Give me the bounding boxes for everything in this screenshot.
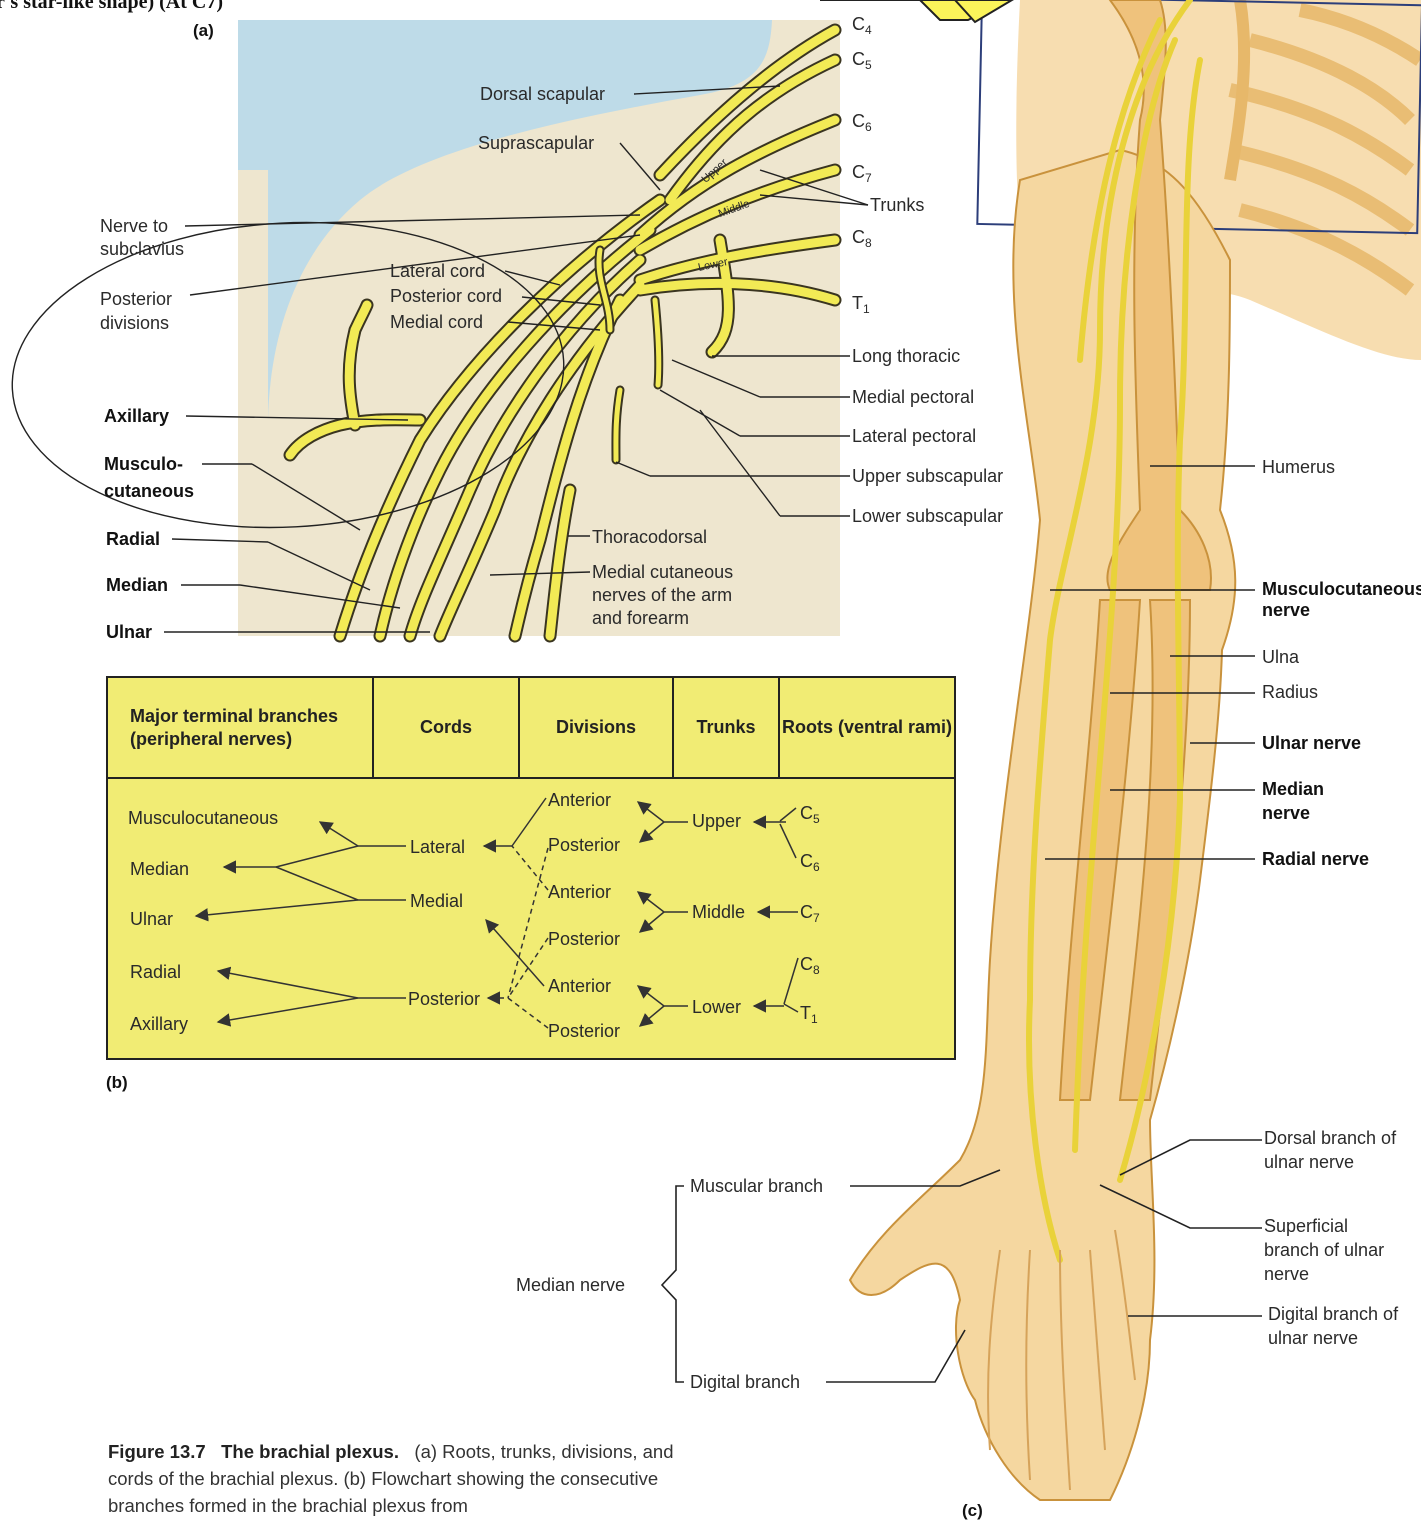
label-suprascapular: Suprascapular — [478, 134, 594, 152]
flow-division-posterior-1: Posterior — [548, 836, 620, 854]
flow-division-anterior-3: Anterior — [548, 977, 611, 995]
root-label-c7: C7 — [852, 163, 872, 184]
flow-division-anterior-2: Anterior — [548, 883, 611, 901]
label-lateral-cord: Lateral cord — [390, 262, 485, 280]
panel-a-tag: (a) — [193, 22, 214, 39]
label-musculo: Musculo- — [104, 455, 183, 473]
flow-division-posterior-3: Posterior — [548, 1022, 620, 1040]
flow-nerve-median: Median — [130, 860, 189, 878]
header-fragment: r's star-like shape) (At C7) — [0, 0, 223, 12]
label-median-nerve-1: Median — [1262, 780, 1324, 798]
root-label-c8: C8 — [852, 228, 872, 249]
root-label-c5: C5 — [852, 50, 872, 71]
label-musculocutaneous-nerve-1: Musculocutaneous — [1262, 580, 1421, 598]
label-medial-cord: Medial cord — [390, 313, 483, 331]
label-median: Median — [106, 576, 168, 594]
flow-nerve-ulnar: Ulnar — [130, 910, 173, 928]
label-digital-branch-ulnar: Digital branch of ulnar nerve — [1268, 1302, 1418, 1350]
label-lower-subscapular: Lower subscapular — [852, 507, 1003, 525]
caption-title: The brachial plexus. — [221, 1441, 399, 1462]
label-ulnar-nerve: Ulnar nerve — [1262, 734, 1361, 752]
flow-root-c8: C8 — [800, 955, 820, 976]
trunks-label: Trunks — [870, 196, 924, 214]
label-radial-nerve: Radial nerve — [1262, 850, 1369, 868]
caption-figure-number: Figure 13.7 — [108, 1441, 206, 1462]
flowchart-table: Major terminal branches (peripheral nerv… — [106, 676, 956, 1060]
label-cutaneous: cutaneous — [104, 482, 194, 500]
flow-trunk-lower: Lower — [692, 998, 741, 1016]
flow-trunk-upper: Upper — [692, 812, 741, 830]
flow-cord-lateral: Lateral — [410, 838, 465, 856]
figure-caption: Figure 13.7 The brachial plexus. (a) Roo… — [108, 1438, 708, 1519]
label-lateral-pectoral: Lateral pectoral — [852, 427, 976, 445]
flow-root-c6: C6 — [800, 852, 820, 873]
flow-root-c7: C7 — [800, 903, 820, 924]
label-nerve-to: Nerve to — [100, 217, 168, 235]
root-label-t1: T1 — [852, 294, 870, 315]
label-thoracodorsal: Thoracodorsal — [592, 528, 707, 546]
root-label-c6: C6 — [852, 112, 872, 133]
label-medial-cutaneous-1: Medial cutaneous — [592, 563, 733, 581]
label-posterior: Posterior — [100, 290, 172, 308]
label-median-nerve-group: Median nerve — [516, 1276, 625, 1294]
panel-b-tag: (b) — [106, 1074, 128, 1091]
label-muscular-branch: Muscular branch — [690, 1177, 823, 1195]
label-long-thoracic: Long thoracic — [852, 347, 960, 365]
flow-cord-medial: Medial — [410, 892, 463, 910]
label-axillary: Axillary — [104, 407, 169, 425]
label-radius: Radius — [1262, 683, 1318, 701]
flow-nerve-musculocutaneous: Musculocutaneous — [128, 809, 278, 827]
label-medial-pectoral: Medial pectoral — [852, 388, 974, 406]
flow-trunk-middle: Middle — [692, 903, 745, 921]
root-label-c4: C4 — [852, 15, 872, 36]
label-dorsal-scapular: Dorsal scapular — [480, 85, 605, 103]
flow-nerve-axillary: Axillary — [130, 1015, 188, 1033]
label-posterior-cord: Posterior cord — [390, 287, 502, 305]
label-ulnar: Ulnar — [106, 623, 152, 641]
label-subclavius: subclavius — [100, 240, 184, 258]
label-superficial-branch-ulnar: Superficial branch of ulnar nerve — [1264, 1214, 1404, 1286]
label-medial-cutaneous-3: and forearm — [592, 609, 689, 627]
flow-division-posterior-2: Posterior — [548, 930, 620, 948]
label-dorsal-branch-ulnar: Dorsal branch of ulnar nerve — [1264, 1126, 1414, 1174]
label-ulna: Ulna — [1262, 648, 1299, 666]
label-musculocutaneous-nerve-2: nerve — [1262, 601, 1310, 619]
flow-root-t1: T1 — [800, 1004, 818, 1025]
label-upper-subscapular: Upper subscapular — [852, 467, 1003, 485]
label-median-nerve-2: nerve — [1262, 804, 1310, 822]
label-divisions: divisions — [100, 314, 169, 332]
label-radial: Radial — [106, 530, 160, 548]
flowchart-connectors — [108, 678, 954, 1058]
label-digital-branch: Digital branch — [690, 1373, 800, 1391]
label-humerus: Humerus — [1262, 458, 1335, 476]
flow-division-anterior-1: Anterior — [548, 791, 611, 809]
flow-cord-posterior: Posterior — [408, 990, 480, 1008]
flow-root-c5: C5 — [800, 804, 820, 825]
flow-nerve-radial: Radial — [130, 963, 181, 981]
panel-c-tag: (c) — [962, 1502, 983, 1519]
label-medial-cutaneous-2: nerves of the arm — [592, 586, 732, 604]
